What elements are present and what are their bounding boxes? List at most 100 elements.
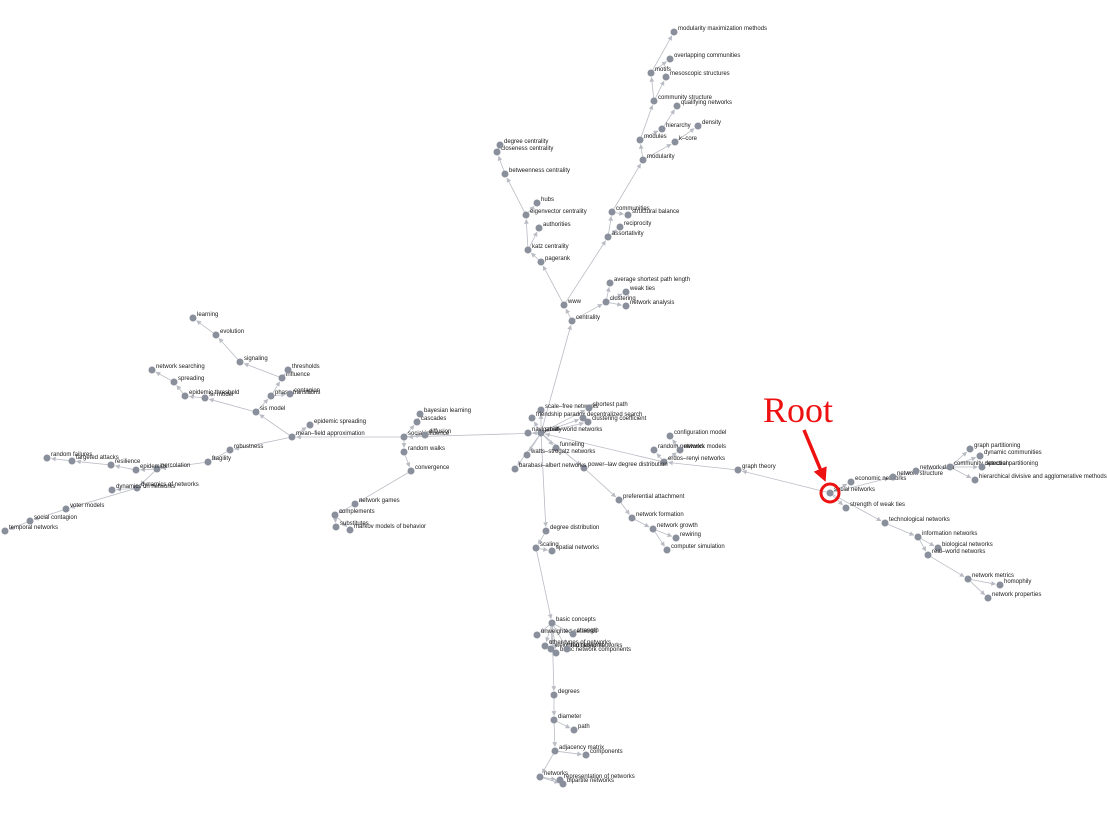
node-strength[interactable]: strength of weak ties xyxy=(842,502,906,512)
node-clustering[interactable]: clustering xyxy=(602,296,636,306)
node-dot[interactable] xyxy=(889,473,897,481)
node-kcore[interactable]: k–core xyxy=(671,136,698,146)
node-dot[interactable] xyxy=(413,418,421,426)
node-compsim[interactable]: computer simulation xyxy=(663,544,725,554)
node-epispread[interactable]: epidemic spreading xyxy=(306,419,367,429)
node-dyncom[interactable]: dynamic communities xyxy=(976,450,1042,460)
node-structbal[interactable]: structural balance xyxy=(624,209,681,219)
node-dot[interactable] xyxy=(552,444,560,452)
node-dot[interactable] xyxy=(306,421,314,429)
node-dynamics[interactable]: dynamics of networks xyxy=(133,482,199,492)
node-phasetrans[interactable]: phase transitions xyxy=(267,390,321,400)
node-influence[interactable]: influence xyxy=(278,372,311,382)
node-dot[interactable] xyxy=(842,504,850,512)
node-dot[interactable] xyxy=(252,408,260,416)
node-dot[interactable] xyxy=(541,642,549,650)
node-degcent[interactable]: degree centrality xyxy=(496,139,549,149)
node-substitutes[interactable]: substitutes xyxy=(332,521,369,531)
node-dot[interactable] xyxy=(189,314,197,322)
node-dot[interactable] xyxy=(570,726,578,734)
node-dot[interactable] xyxy=(602,298,610,306)
node-dot[interactable] xyxy=(563,645,571,653)
node-degdist[interactable]: degree distribution xyxy=(542,525,600,535)
node-dot[interactable] xyxy=(524,246,532,254)
node-dot[interactable] xyxy=(671,138,679,146)
node-thresholds[interactable]: thresholds xyxy=(284,364,320,374)
node-dot[interactable] xyxy=(43,454,51,462)
node-dot[interactable] xyxy=(400,448,408,456)
node-dot[interactable] xyxy=(615,496,623,504)
node-dot[interactable] xyxy=(650,97,658,105)
node-dot[interactable] xyxy=(501,170,509,178)
node-graphtheory[interactable]: graph theory xyxy=(734,464,776,474)
node-powerlaw[interactable]: power–law degree distribution xyxy=(580,462,668,472)
node-resilience[interactable]: resilience xyxy=(107,459,142,469)
node-dot[interactable] xyxy=(912,467,920,475)
node-dot[interactable] xyxy=(532,544,540,552)
node-www[interactable]: www xyxy=(560,299,582,309)
node-dot[interactable] xyxy=(288,433,296,441)
node-dot[interactable] xyxy=(606,279,614,287)
node-modules[interactable]: modules xyxy=(636,134,667,144)
node-dot[interactable] xyxy=(616,223,624,231)
node-bipartite[interactable]: bipartite networks xyxy=(559,778,615,788)
node-dot[interactable] xyxy=(524,429,532,437)
node-dot[interactable] xyxy=(181,392,189,400)
node-dot[interactable] xyxy=(133,484,141,492)
node-katz[interactable]: katz centrality xyxy=(524,244,569,254)
node-dot[interactable] xyxy=(550,691,558,699)
node-dot[interactable] xyxy=(550,716,558,724)
node-weakties2[interactable]: weak ties xyxy=(622,286,656,296)
node-avgpath[interactable]: average shortest path length xyxy=(606,277,691,287)
node-erdos[interactable]: erdos–renyi networks xyxy=(660,456,726,466)
node-socinf[interactable]: social influence xyxy=(400,431,450,441)
node-complements[interactable]: complements xyxy=(331,509,375,519)
node-dot[interactable] xyxy=(204,458,212,466)
node-netdata[interactable]: network data xyxy=(912,465,956,475)
node-bionet[interactable]: biological networks xyxy=(934,542,993,552)
node-dot[interactable] xyxy=(493,148,501,156)
node-dot[interactable] xyxy=(676,446,684,454)
node-dot[interactable] xyxy=(579,414,587,422)
node-dot[interactable] xyxy=(548,547,556,555)
node-dot[interactable] xyxy=(673,102,681,110)
node-adjacency[interactable]: adjacency matrix xyxy=(551,745,605,755)
node-dot[interactable] xyxy=(533,631,541,639)
node-rewiring[interactable]: rewiring xyxy=(672,532,702,542)
node-dot[interactable] xyxy=(523,451,531,459)
node-multilayer[interactable]: multilayer networks xyxy=(563,643,623,653)
node-dot[interactable] xyxy=(331,511,339,519)
node-dynon[interactable]: dynamics on networks xyxy=(108,484,176,494)
node-dot[interactable] xyxy=(535,224,543,232)
node-randfail[interactable]: random failures xyxy=(43,452,93,462)
node-dot[interactable] xyxy=(26,517,34,525)
node-dot[interactable] xyxy=(537,429,545,437)
node-shortestpath[interactable]: shortest path xyxy=(585,402,628,412)
node-dot[interactable] xyxy=(547,645,555,653)
node-netsearch[interactable]: network searching xyxy=(148,364,205,374)
node-markov[interactable]: markov models of behavior xyxy=(346,524,427,534)
node-dot[interactable] xyxy=(978,463,986,471)
node-graphpart[interactable]: graph partitioning xyxy=(966,443,1021,453)
node-authorities[interactable]: authorities xyxy=(535,222,571,232)
node-prefatt[interactable]: preferential attachment xyxy=(615,494,685,504)
node-hubs[interactable]: hubs xyxy=(533,197,555,207)
node-dot[interactable] xyxy=(170,378,178,386)
node-dot[interactable] xyxy=(647,69,655,77)
node-config[interactable]: configuration model xyxy=(666,430,727,440)
node-dot[interactable] xyxy=(351,500,359,508)
node-dot[interactable] xyxy=(914,533,922,541)
node-dot[interactable] xyxy=(542,527,550,535)
node-dot[interactable] xyxy=(560,301,568,309)
node-dot[interactable] xyxy=(966,445,974,453)
node-dot[interactable] xyxy=(847,478,855,486)
node-dot[interactable] xyxy=(639,156,647,164)
node-sir[interactable]: sir model xyxy=(201,392,234,402)
node-dot[interactable] xyxy=(400,433,408,441)
node-dot[interactable] xyxy=(636,136,644,144)
node-dot[interactable] xyxy=(976,452,984,460)
node-netanalysis[interactable]: network analysis xyxy=(622,300,675,310)
node-bayes[interactable]: bayesian learning xyxy=(416,408,472,418)
node-dot[interactable] xyxy=(734,466,742,474)
node-dot[interactable] xyxy=(964,575,972,583)
